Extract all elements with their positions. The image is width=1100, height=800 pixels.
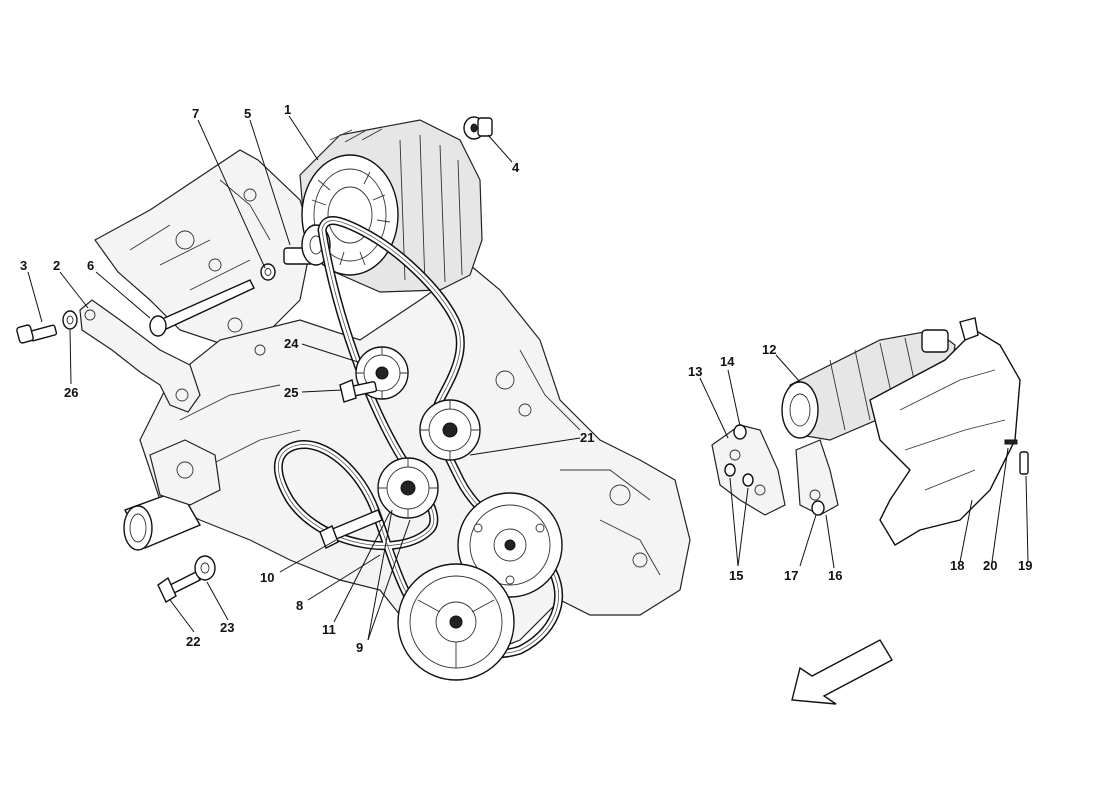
washer-part-7 [260,263,276,281]
callout-17: 17 [784,568,798,583]
ac-compressor-pulley [397,563,515,681]
heat-shield-part-18 [869,317,1021,546]
washer-part-23 [194,555,216,581]
callout-3: 3 [20,258,27,273]
bolt-part-25 [339,379,378,403]
callout-15: 15 [729,568,743,583]
callout-24: 24 [284,336,299,351]
callout-21: 21 [580,430,594,445]
callout-11: 11 [322,622,336,637]
callout-7: 7 [192,106,199,121]
nut-part-17 [811,500,825,516]
leader-lines [27,115,1029,641]
washer-part-26 [62,310,78,330]
callout-9: 9 [356,640,363,655]
callout-18: 18 [950,558,964,573]
long-bolt-part-6 [149,279,255,337]
screws-part-15 [724,463,754,487]
alternator [283,119,483,293]
callout-1: 1 [284,102,291,117]
front-direction-arrow [791,639,893,705]
callout-8: 8 [296,598,303,613]
callout-16: 16 [828,568,842,583]
bolt-part-22 [157,571,201,603]
callout-5: 5 [244,106,251,121]
screw-part-19 [1019,451,1029,475]
tensioner-pulley [419,399,481,461]
callout-20: 20 [983,558,997,573]
callout-22: 22 [186,634,200,649]
callout-2: 2 [53,258,60,273]
callout-19: 19 [1018,558,1032,573]
callout-4: 4 [512,160,520,175]
idler-pulley-lower [377,457,439,519]
label-part-20 [1004,439,1018,445]
callout-14: 14 [720,354,735,369]
bracket-part-2 [79,299,201,413]
starter-bracket-part-16 [795,439,839,516]
callout-13: 13 [688,364,702,379]
callout-25: 25 [284,385,298,400]
bolt-part-10 [319,509,383,549]
callout-26: 26 [64,385,78,400]
starter-bracket-part-13 [711,424,786,516]
callout-6: 6 [87,258,94,273]
callout-12: 12 [762,342,776,357]
screw-part-3 [16,324,58,344]
screw-part-14 [733,424,747,440]
cap-part-4 [463,116,493,140]
callout-10: 10 [260,570,274,585]
callout-labels: 1 2 3 4 5 6 7 8 9 10 11 12 13 14 15 16 1… [20,102,1032,655]
callout-23: 23 [220,620,234,635]
